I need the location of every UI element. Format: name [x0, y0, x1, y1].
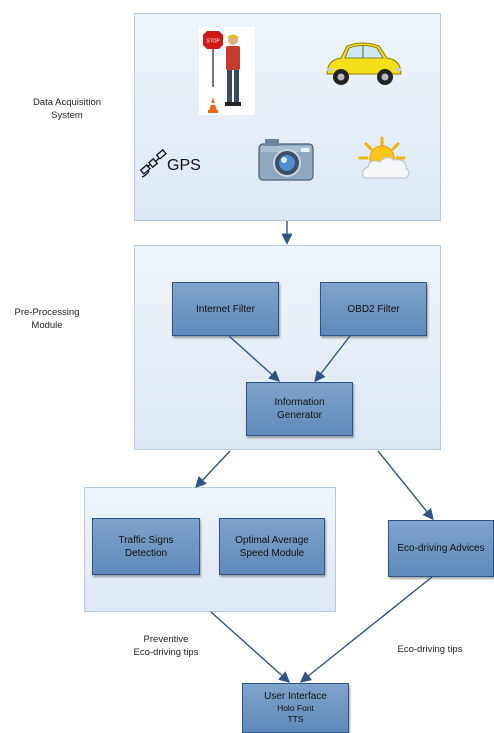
internet-filter-box: Internet Filter	[172, 282, 279, 336]
camera-icon	[257, 136, 315, 182]
eco-driving-tips-label: Eco-driving tips	[397, 644, 463, 655]
gps-label: GPS	[167, 157, 201, 174]
arrow-internet-to-generator	[228, 335, 281, 382]
yellow-car-icon	[323, 38, 405, 90]
data-acquisition-label: Data Acquisition System	[32, 97, 102, 121]
preprocessing-label: Pre-Processing Module	[14, 307, 80, 331]
gps-satellite-icon: GPS	[139, 147, 219, 183]
data-acquisition-panel: STOP	[134, 13, 441, 221]
obd2-filter-box: OBD2 Filter	[320, 282, 427, 336]
arrow-prevention-to-ui	[210, 611, 291, 683]
information-generator-box: Information Generator	[246, 382, 353, 436]
arrow-obd2-to-generator	[314, 335, 351, 383]
arrow-preprocessing-to-prevention	[195, 450, 231, 489]
weather-sun-cloud-icon	[358, 136, 412, 184]
user-interface-box: User Interface Holo Font TTS	[242, 683, 349, 733]
traffic-signs-detection-box: Traffic Signs Detection	[92, 518, 200, 575]
optimal-average-speed-box: Optimal Average Speed Module	[219, 518, 325, 575]
arrow-preprocessing-to-eco-advices	[377, 450, 434, 521]
arrow-eco-advices-to-ui	[299, 576, 433, 683]
worker-stop-sign-icon: STOP	[199, 27, 255, 115]
preventive-tips-label: Preventive Eco-driving tips	[133, 634, 199, 658]
stop-sign-text: STOP	[206, 39, 220, 45]
